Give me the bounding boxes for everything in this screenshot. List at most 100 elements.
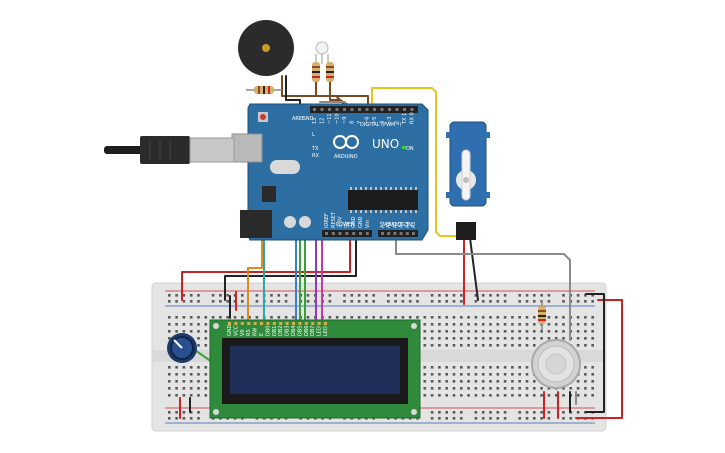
breadboard-hole [204, 394, 208, 397]
chip-leg [370, 210, 372, 213]
lcd-pin [298, 322, 302, 325]
breadboard-hole [547, 294, 551, 297]
breadboard-hole [481, 411, 485, 414]
digital-header [310, 106, 418, 113]
pin-label: ~6 [365, 117, 371, 124]
breadboard-hole [503, 380, 507, 383]
lcd-pin [285, 322, 289, 325]
breadboard-hole [182, 417, 186, 420]
power-header-pin [352, 232, 356, 235]
breadboard-hole [540, 330, 543, 333]
wire-black-gnd [224, 237, 357, 301]
breadboard-hole [591, 387, 594, 390]
breadboard-hole [591, 294, 594, 297]
breadboard-hole [445, 366, 448, 369]
breadboard-hole [438, 330, 441, 333]
breadboard-hole [387, 294, 390, 297]
breadboard-hole [554, 323, 558, 326]
breadboard-hole [503, 337, 507, 340]
breadboard-hole [481, 300, 485, 303]
breadboard-hole [343, 300, 346, 303]
breadboard-hole [211, 316, 215, 319]
breadboard-hole [547, 417, 551, 420]
breadboard-hole [540, 387, 543, 390]
breadboard-hole [460, 316, 463, 319]
breadboard-hole [452, 337, 456, 340]
breadboard-hole [481, 323, 485, 326]
breadboard-hole [204, 316, 208, 319]
breadboard-hole [467, 380, 470, 383]
breadboard-hole [182, 323, 186, 326]
on-label: ON [406, 146, 414, 152]
breadboard-hole [445, 337, 448, 340]
breadboard-hole [525, 373, 529, 376]
breadboard-hole [525, 316, 529, 319]
resistor-led-1 [312, 62, 320, 82]
analog-header-pin [405, 232, 409, 235]
breadboard-hole [182, 373, 186, 376]
breadboard-hole [204, 323, 208, 326]
analog-header-pin [399, 232, 403, 235]
breadboard-hole [452, 411, 456, 414]
breadboard-hole [452, 366, 456, 369]
breadboard-hole [365, 300, 368, 303]
breadboard-hole [197, 380, 200, 383]
breadboard-hole [584, 373, 587, 376]
breadboard-hole [474, 373, 478, 376]
breadboard-hole [562, 337, 565, 340]
chip-leg [375, 210, 377, 213]
breadboard-hole [401, 300, 405, 303]
breadboard-hole [168, 380, 171, 383]
crystal [270, 160, 300, 174]
lcd-pin [272, 322, 276, 325]
breadboard-hole [496, 411, 500, 414]
breadboard-hole [416, 300, 419, 303]
pin-label: ~5 [372, 117, 378, 124]
breadboard-hole [343, 294, 346, 297]
breadboard-hole [584, 387, 587, 390]
breadboard-hole [284, 300, 288, 303]
breadboard-hole [562, 300, 565, 303]
pin-label: 7 [357, 121, 363, 124]
breadboard-hole [540, 294, 543, 297]
breadboard-hole [401, 294, 405, 297]
l-label: L [312, 132, 315, 138]
breadboard-hole [467, 337, 470, 340]
chip-leg [350, 210, 352, 213]
breadboard-hole [430, 417, 434, 420]
chip-leg [380, 210, 382, 213]
breadboard-hole [175, 366, 178, 369]
led-rgb [315, 41, 329, 64]
breadboard-hole [452, 380, 456, 383]
breadboard-hole [525, 294, 529, 297]
pin-label: A0 [380, 221, 386, 228]
breadboard-hole [533, 316, 536, 319]
pin-label: GND [358, 216, 364, 228]
breadboard-hole [460, 411, 463, 414]
digital-header-pin [313, 108, 316, 111]
lcd-pin-label: DB7 [310, 326, 316, 336]
breadboard-hole [533, 294, 536, 297]
breadboard-hole [518, 417, 521, 420]
power-header-pin [325, 232, 328, 235]
breadboard-hole [554, 330, 558, 333]
breadboard-hole [496, 380, 500, 383]
analog-header-pin [381, 232, 384, 235]
breadboard-hole [576, 380, 580, 383]
aref-label: AREF [292, 116, 305, 122]
breadboard-hole [525, 300, 529, 303]
lcd-pin [228, 322, 231, 325]
breadboard-hole [569, 387, 573, 390]
breadboard-hole [525, 417, 529, 420]
breadboard-hole [401, 316, 405, 319]
breadboard-hole [204, 380, 208, 383]
breadboard-hole [197, 294, 200, 297]
reset-button-cap[interactable] [260, 114, 266, 120]
potentiometer[interactable] [167, 333, 197, 363]
breadboard-hole [584, 394, 587, 397]
digital-header-pin [395, 108, 399, 111]
breadboard-hole [219, 316, 222, 319]
